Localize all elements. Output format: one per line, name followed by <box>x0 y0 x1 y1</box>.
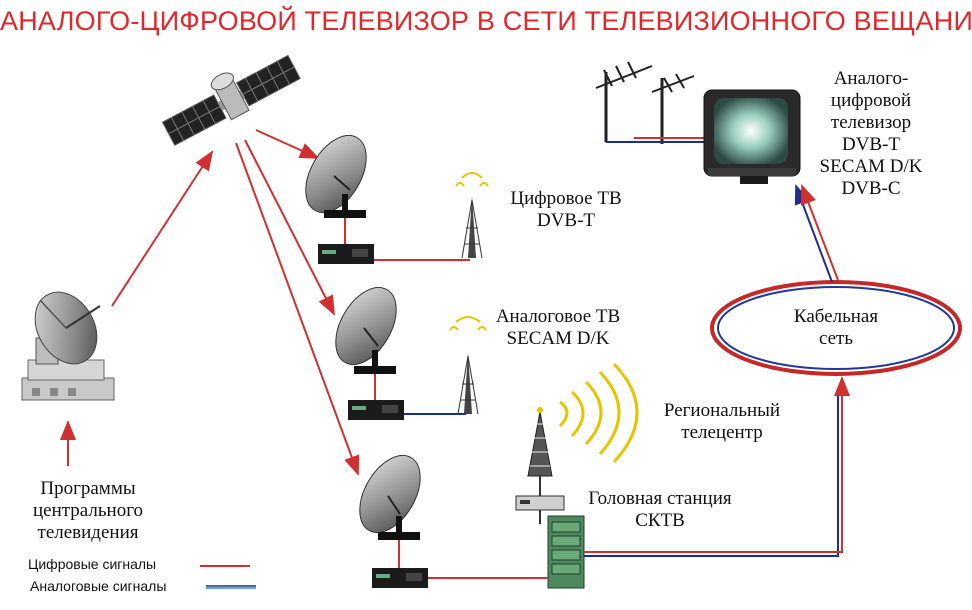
regional-label-line-2: телецентр <box>681 422 763 443</box>
headend-rack-icon <box>547 515 585 589</box>
analog-tv-label: Аналоговое ТВ SECAM D/K <box>468 306 648 350</box>
programs-label-line-2: центрального <box>32 500 144 521</box>
downlink-arrow-3 <box>235 142 360 476</box>
legend-digital-label: Цифровые сигналы <box>28 556 157 572</box>
legend-analog-label: Аналоговые сигналы <box>30 578 167 594</box>
tv-label-line-1: Аналого- <box>833 68 909 89</box>
diagram-title: АНАЛОГО-ЦИФРОВОЙ ТЕЛЕВИЗОР В СЕТИ ТЕЛЕВИ… <box>0 6 972 36</box>
analog-tv-label-line-2: SECAM D/K <box>506 328 610 349</box>
digital-tv-label-line-1: Цифровое ТВ <box>510 188 622 209</box>
headend-receiver-icon <box>515 495 565 511</box>
downlink-arrow-2 <box>244 139 335 316</box>
tv-label-line-3: телевизор <box>830 112 912 133</box>
receiver-2-icon <box>348 400 404 420</box>
analog-tv-label-line-1: Аналоговое ТВ <box>495 306 621 327</box>
digital-tv-label: Цифровое ТВ DVB-T <box>476 188 656 232</box>
cable-network-ring <box>710 280 962 376</box>
digital-tv-label-line-2: DVB-T <box>536 210 596 231</box>
headend-label: Головная станция СКТВ <box>560 488 760 532</box>
tv-set-icon <box>703 89 801 184</box>
tv-label-line-5: SECAM D/K <box>819 156 923 177</box>
cable-tv-link-analog <box>794 184 833 283</box>
satellite-icon <box>161 54 301 146</box>
satellite-dish-1-icon <box>305 135 367 244</box>
digital-tv-tower-icon <box>455 172 489 259</box>
central-programs-label: Программы центрального телевидения <box>0 478 176 544</box>
satellite-dish-3-icon <box>359 455 421 568</box>
cable-tv-link-digital <box>800 184 839 281</box>
headend-label-line-1: Головная станция <box>588 488 732 509</box>
headend-cable-link-analog <box>584 388 839 557</box>
satellite-dish-2-icon <box>335 287 397 400</box>
downlink-arrow-1 <box>255 129 320 159</box>
tv-label-line-4: DVB-T <box>841 134 901 155</box>
cable-network-label: Кабельная сеть <box>756 306 916 350</box>
regional-label-line-1: Региональный <box>663 400 781 421</box>
analog-tv-tower-icon <box>449 316 487 415</box>
uplink-station-icon <box>21 291 115 401</box>
headend-cable-link-digital <box>584 376 850 553</box>
programs-label-line-3: телевидения <box>37 522 139 543</box>
programs-label-line-1: Программы <box>40 478 136 499</box>
roof-antenna-icon <box>595 61 695 144</box>
receiver-1-icon <box>318 244 374 264</box>
tv-set-label: Аналого- цифровой телевизор DVB-T SECAM … <box>808 68 934 200</box>
cable-label-line-1: Кабельная <box>793 306 879 327</box>
uplink-arrow <box>111 150 214 307</box>
regional-telecenter-label: Региональный телецентр <box>632 400 812 444</box>
receiver-3-icon <box>372 568 428 588</box>
cable-label-line-2: сеть <box>818 328 854 349</box>
regional-telecenter-tower-icon <box>527 362 639 477</box>
tv-label-line-2: цифровой <box>830 90 912 111</box>
headend-label-line-2: СКТВ <box>635 510 685 531</box>
tv-label-line-6: DVB-C <box>841 178 901 199</box>
